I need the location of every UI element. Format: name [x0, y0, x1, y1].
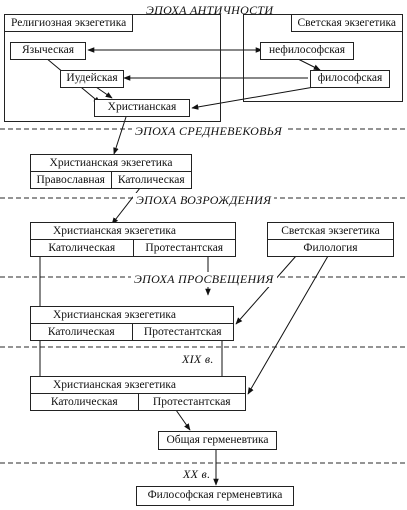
arrow-nonphilosophical-philosophical — [295, 57, 321, 71]
philology-cell: Филология — [303, 242, 358, 254]
religious-exegesis-title: Религиозная экзегетика — [5, 15, 134, 32]
arrow-christian-to-middle-ages — [113, 116, 127, 155]
nonphilosophical-box: нефилософская — [260, 42, 354, 60]
arrow-philology-enl-protestant — [235, 255, 297, 325]
c19-exegesis-box: Христианская экзегетика Католическая Про… — [30, 376, 246, 411]
general-hermeneutics-box: Общая герменевтика — [158, 431, 277, 450]
jewish-box: Иудейская — [60, 70, 124, 88]
renaissance-catholic-cell: Католическая — [48, 242, 116, 254]
era-label-renaissance: ЭПОХА ВОЗРОЖДЕНИЯ — [133, 193, 275, 208]
secular-exegesis-title: Светская экзегетика — [290, 15, 402, 32]
c19-protestant-cell: Протестантская — [137, 394, 246, 410]
orthodox-cell: Православная — [36, 174, 105, 186]
philosophical-box: философская — [310, 70, 390, 88]
enlightenment-title: Христианская экзегетика — [31, 307, 233, 324]
c19-catholic-cell: Католическая — [50, 396, 118, 408]
renaissance-secular-title: Светская экзегетика — [268, 223, 393, 240]
enlightenment-protestant-cell: Протестантская — [131, 324, 234, 340]
renaissance-secular-box: Светская экзегетика Филология — [267, 222, 394, 257]
arrow-philosophical-christian — [191, 85, 321, 110]
era-label-middle-ages: ЭПОХА СРЕДНЕВЕКОВЬЯ — [132, 124, 286, 139]
middle-ages-title: Христианская экзегетика — [31, 155, 191, 172]
arrow-c19-protestant-general — [175, 409, 191, 431]
arrow-jewish-christian — [95, 86, 113, 99]
renaissance-exegesis-box: Христианская экзегетика Католическая Про… — [30, 222, 236, 257]
c19-title: Христианская экзегетика — [31, 377, 245, 394]
era-label-c20: XX в. — [180, 467, 214, 482]
secular-exegesis-frame: Светская экзегетика — [243, 14, 403, 102]
renaissance-protestant-cell: Протестантская — [132, 240, 236, 256]
religious-exegesis-frame: Религиозная экзегетика — [4, 14, 221, 122]
era-label-enlightenment: ЭПОХА ПРОСВЕЩЕНИЯ — [131, 272, 277, 287]
middle-ages-exegesis-box: Христианская экзегетика Православная Кат… — [30, 154, 192, 189]
renaissance-title: Христианская экзегетика — [31, 223, 235, 240]
enlightenment-exegesis-box: Христианская экзегетика Католическая Про… — [30, 306, 234, 341]
era-label-c19: XIX в. — [179, 352, 217, 367]
middle-ages-catholic-cell: Католическая — [110, 172, 192, 188]
pagan-box: Языческая — [10, 42, 86, 60]
enlightenment-catholic-cell: Католическая — [47, 326, 115, 338]
arrow-philology-c19-protestant — [247, 255, 329, 395]
christian-box: Христианская — [94, 99, 190, 117]
philosophical-hermeneutics-box: Философская герменевтика — [136, 486, 294, 506]
